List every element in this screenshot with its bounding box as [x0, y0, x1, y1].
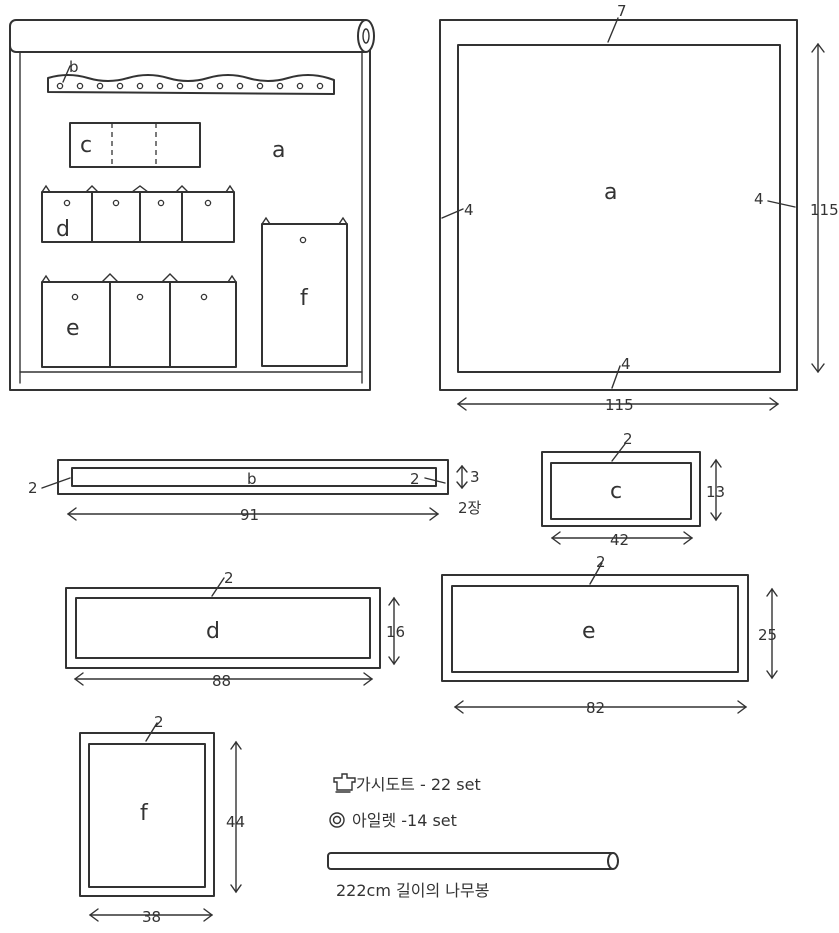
piece-f-width-dimension: [88, 908, 214, 922]
piece-a-inner: [457, 44, 781, 373]
legend-rod-text: 222cm 길이의 나무봉: [336, 881, 489, 900]
piece-f-outer: [79, 732, 215, 897]
piece-e-height-dimension: [766, 587, 778, 680]
piece-a-right-seam: 4: [754, 190, 764, 208]
piece-f-label: f: [140, 801, 149, 826]
piece-e-height: 25: [758, 626, 777, 644]
piece-b-width: 91: [240, 506, 259, 524]
piece-d-height: 16: [386, 623, 405, 641]
piece-b-left-seam: 2: [28, 479, 38, 497]
piece-d-width: 88: [212, 672, 231, 690]
piece-c-seam-leader: [611, 443, 626, 462]
piece-b-quantity: 2장: [458, 499, 482, 517]
piece-b-left-seam-leader: [41, 477, 71, 489]
piece-d-seam: 2: [224, 569, 234, 587]
overview-pocket-c: c: [69, 122, 201, 168]
piece-d: d 2 16 88: [65, 569, 405, 690]
piece-a-right-seam-leader: [767, 200, 796, 208]
piece-f: f 2 44 38: [79, 713, 245, 926]
piece-d-outer: [65, 587, 381, 669]
piece-c-outer: [541, 451, 701, 527]
piece-e-seam: 2: [596, 553, 606, 571]
eyelet-ring-icon: [329, 812, 345, 828]
piece-b-label: b: [247, 470, 257, 488]
snap-dot: [112, 199, 120, 207]
piece-f-height-dimension: [230, 740, 242, 894]
piece-d-width-dimension: [73, 672, 374, 686]
piece-f-width: 38: [142, 908, 161, 926]
overview-label-d: d: [56, 217, 70, 242]
assembled-organizer: b c a d: [9, 19, 375, 391]
legend-eyelet-text: 아일렛 -14 set: [352, 811, 457, 830]
piece-c-width: 42: [610, 531, 629, 549]
piece-c: c 2 13 42: [541, 430, 725, 549]
snap-dot: [157, 199, 165, 207]
piece-c-label: c: [610, 479, 622, 504]
piece-d-height-dimension: [388, 596, 400, 666]
piece-a-width-dimension: [456, 397, 780, 411]
piece-a-height: 115: [810, 201, 839, 219]
overview-eyelet-strip: b: [47, 58, 335, 95]
piece-d-inner: [75, 597, 371, 659]
piece-a-label: a: [604, 180, 617, 205]
piece-f-inner: [88, 743, 206, 888]
piece-a-bottom-seam-leader: [611, 365, 621, 389]
eyelet-row: [56, 82, 324, 90]
piece-a-left-seam: 4: [464, 201, 474, 219]
overview-label-c: c: [80, 133, 92, 158]
piece-e-width-dimension: [453, 700, 748, 714]
snap-dot: [204, 199, 212, 207]
overview-label-b: b: [69, 58, 79, 76]
piece-c-height: 13: [706, 483, 725, 501]
snap-dot: [63, 199, 71, 207]
piece-a-outer: [439, 19, 798, 391]
piece-b: b 2 2 3 2장 91: [28, 459, 482, 524]
piece-c-width-dimension: [550, 531, 694, 545]
overview-pocket-row-e: e: [41, 273, 237, 368]
legend-snap-text: 가시도트 - 22 set: [356, 775, 481, 794]
piece-b-width-dimension: [66, 507, 440, 521]
piece-b-height-dimension: [456, 464, 468, 490]
wooden-rod-icon: [327, 852, 619, 870]
piece-b-height: 3: [470, 468, 480, 486]
piece-d-seam-leader: [211, 577, 225, 597]
piece-b-inner: [71, 467, 437, 487]
piece-e-width: 82: [586, 699, 605, 717]
piece-a-width: 115: [605, 396, 634, 414]
piece-a: a 7 4 4 4 115 115: [439, 2, 839, 414]
piece-d-label: d: [206, 619, 220, 644]
piece-b-right-seam: 2: [410, 470, 420, 488]
snap-dot: [200, 293, 208, 301]
snap-dot: [71, 293, 79, 301]
piece-c-seam: 2: [623, 430, 633, 448]
piece-a-bottom-seam: 4: [621, 355, 631, 373]
piece-a-left-seam-leader: [441, 208, 464, 219]
overview-rod-icon: [9, 19, 375, 53]
piece-c-height-dimension: [710, 458, 722, 522]
piece-a-top-seam: 7: [617, 2, 627, 20]
overview-label-f: f: [300, 286, 309, 311]
snap-button-icon: [333, 773, 356, 793]
piece-e-seam-leader: [589, 562, 603, 585]
piece-f-height: 44: [226, 813, 245, 831]
piece-e: e 2 25 82: [441, 553, 778, 717]
overview-label-e: e: [66, 316, 80, 341]
snap-dot: [136, 293, 144, 301]
snap-dot: [299, 236, 307, 244]
piece-f-seam-leader: [145, 722, 158, 742]
piece-b-right-seam-leader: [424, 477, 446, 484]
piece-e-label: e: [582, 619, 596, 644]
piece-c-inner: [550, 462, 692, 520]
piece-b-outer: [57, 459, 449, 495]
overview-pocket-f: f: [261, 216, 348, 367]
piece-f-seam: 2: [154, 713, 164, 731]
overview-label-a: a: [272, 138, 285, 163]
materials-legend: 가시도트 - 22 set 아일렛 -14 set 222cm 길이의 나무봉: [327, 773, 619, 900]
piece-a-top-seam-leader: [607, 17, 619, 43]
piece-e-inner: [451, 585, 739, 673]
piece-a-height-dimension: [811, 42, 825, 374]
overview-pocket-row-d: d: [41, 184, 235, 243]
overview-b-leader: [62, 65, 71, 83]
